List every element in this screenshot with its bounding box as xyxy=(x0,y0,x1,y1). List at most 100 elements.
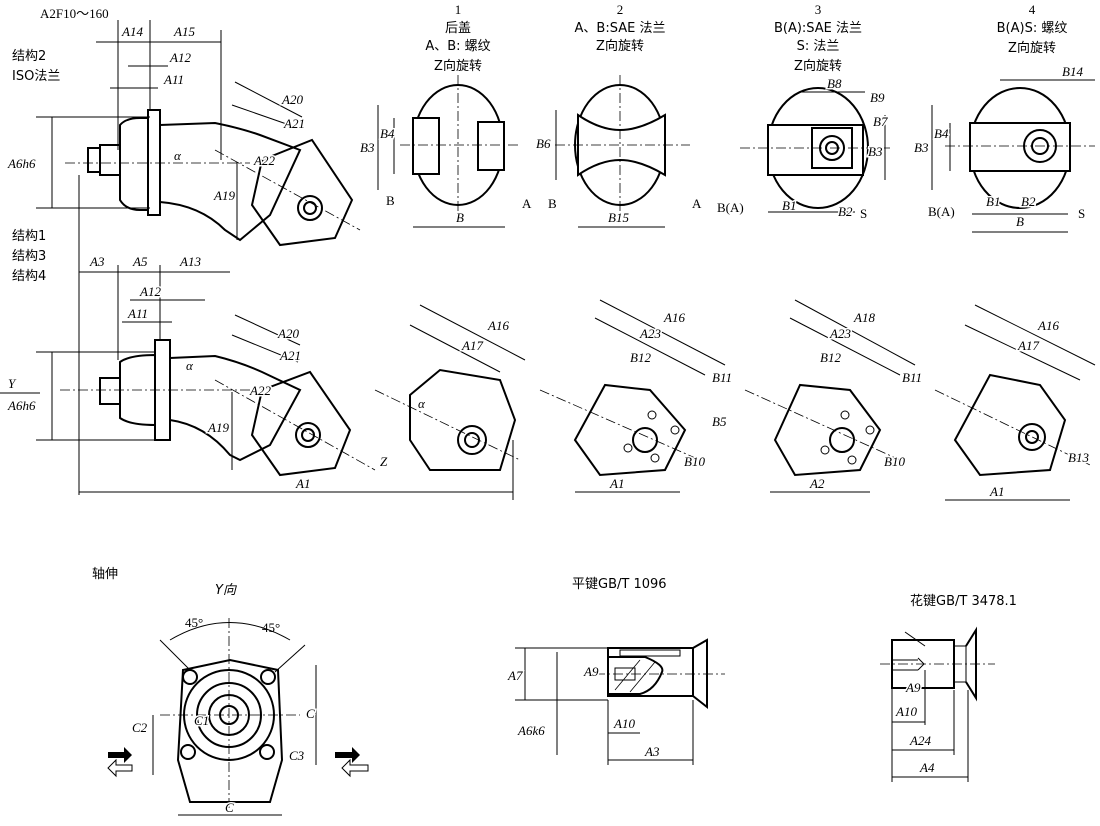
variant-3-drawing xyxy=(740,87,890,213)
dim-label: B8 xyxy=(827,76,842,91)
dim-label: A16 xyxy=(487,318,509,333)
dim-label: B2 xyxy=(1021,194,1036,209)
dim-label: A2 xyxy=(809,476,825,491)
structure-1-label: 结构1 xyxy=(12,229,46,244)
arrow-left-icon xyxy=(107,758,133,778)
dim-label: A4 xyxy=(919,760,935,775)
structure-3-label: 结构3 xyxy=(12,249,46,264)
dim-label: A10 xyxy=(895,704,917,719)
shaft-y-view xyxy=(107,618,369,816)
variant-1-drawing xyxy=(377,75,520,228)
shaft-title: 轴伸 xyxy=(92,567,118,582)
port-label: B xyxy=(386,193,395,208)
variant-line: A、B: 螺纹 xyxy=(425,39,490,54)
variant-4-drawing xyxy=(931,79,1095,233)
structure-2-label: 结构2 xyxy=(12,49,46,64)
dim-label: A13 xyxy=(179,254,201,269)
port-label: B xyxy=(548,196,557,211)
variant-number: 3 xyxy=(815,2,822,17)
dim-label: B7 xyxy=(873,114,888,129)
dim-label: B13 xyxy=(1068,450,1089,465)
variant-line: A、B:SAE 法兰 xyxy=(575,21,666,36)
dim-label: B9 xyxy=(870,90,885,105)
dim-label: A1 xyxy=(989,484,1004,499)
angle-alpha-label: α xyxy=(418,396,426,411)
dim-label: C xyxy=(225,800,234,815)
dim-label: A14 xyxy=(121,24,143,39)
port-label: A xyxy=(692,196,702,211)
angle-alpha-label: α xyxy=(186,358,194,373)
variant-line: Z向旋转 xyxy=(794,58,842,74)
pump-structure-2 xyxy=(36,20,361,495)
variant-2-header: 2 A、B:SAE 法兰 Z向旋转 xyxy=(575,2,666,54)
dim-label: B4 xyxy=(380,126,395,141)
dim-label: A15 xyxy=(173,24,195,39)
arrow-right-icon xyxy=(335,747,360,763)
port-label: S xyxy=(1078,206,1085,221)
variant-line: Z向旋转 xyxy=(434,58,482,74)
variant-1-header: 1 后盖 A、B: 螺纹 Z向旋转 xyxy=(425,2,490,74)
arrow-right-icon xyxy=(108,747,132,763)
angle-alpha-label: α xyxy=(174,148,182,163)
spline-shaft xyxy=(880,626,995,782)
dim-label: B xyxy=(1016,214,1024,229)
variant-number: 1 xyxy=(455,2,462,17)
dim-label: A7 xyxy=(507,668,523,683)
dim-label: A21 xyxy=(279,348,301,363)
dim-label: B5 xyxy=(712,414,727,429)
dim-label: B3 xyxy=(914,140,929,155)
dim-label: A9 xyxy=(583,664,599,679)
flat-key-title: 平键GB/T 1096 xyxy=(572,577,667,592)
dim-label: A19 xyxy=(213,188,235,203)
dim-label: C xyxy=(306,706,315,721)
dim-label: B6 xyxy=(536,136,551,151)
port-label: S xyxy=(860,206,867,221)
dim-label: B12 xyxy=(820,350,841,365)
variant-line: B(A):SAE 法兰 xyxy=(774,21,862,36)
dim-label: A18 xyxy=(853,310,875,325)
dim-label: B10 xyxy=(684,454,705,469)
dim-label: B1 xyxy=(986,194,1000,209)
pump-structure-1-3-4 xyxy=(0,265,514,500)
rotated-view-3 xyxy=(744,299,916,493)
dim-label: A23 xyxy=(829,326,851,341)
dim-label: A19 xyxy=(207,420,229,435)
dim-label: C1 xyxy=(194,713,209,728)
dim-label: A17 xyxy=(461,338,483,353)
variant-number: 4 xyxy=(1029,2,1036,17)
dim-label: A3 xyxy=(89,254,105,269)
angle-label: 45° xyxy=(262,620,280,635)
dim-label: A6h6 xyxy=(7,156,36,171)
dim-label: A11 xyxy=(163,72,184,87)
dim-label: B12 xyxy=(630,350,651,365)
flat-key-shaft xyxy=(515,638,725,765)
dim-label: A23 xyxy=(639,326,661,341)
dim-label: A6k6 xyxy=(517,723,545,738)
dim-label: A21 xyxy=(283,116,305,131)
view-z-label: Z xyxy=(380,454,388,469)
dim-label: A22 xyxy=(253,153,275,168)
dim-label: A12 xyxy=(139,284,161,299)
dim-label: A6h6 xyxy=(7,398,36,413)
dim-label: B15 xyxy=(608,210,629,225)
dim-label: B4 xyxy=(934,126,949,141)
dim-label: A3 xyxy=(644,744,660,759)
angle-label: 45° xyxy=(185,615,203,630)
variant-line: 后盖 xyxy=(445,21,471,36)
dim-label: B14 xyxy=(1062,64,1083,79)
dim-label: A22 xyxy=(249,383,271,398)
dim-label: A1 xyxy=(609,476,624,491)
variant-number: 2 xyxy=(617,2,624,17)
dim-label: A24 xyxy=(909,733,931,748)
port-label: B(A) xyxy=(717,200,744,215)
rotated-view-2 xyxy=(539,299,726,493)
structure-4-label: 结构4 xyxy=(12,269,46,284)
dim-label: B10 xyxy=(884,454,905,469)
dim-label: B xyxy=(456,210,464,225)
dim-label: A10 xyxy=(613,716,635,731)
dim-label: B1 xyxy=(782,198,796,213)
dim-label: B3 xyxy=(360,140,375,155)
variant-3-header: 3 B(A):SAE 法兰 S: 法兰 Z向旋转 xyxy=(774,2,862,74)
